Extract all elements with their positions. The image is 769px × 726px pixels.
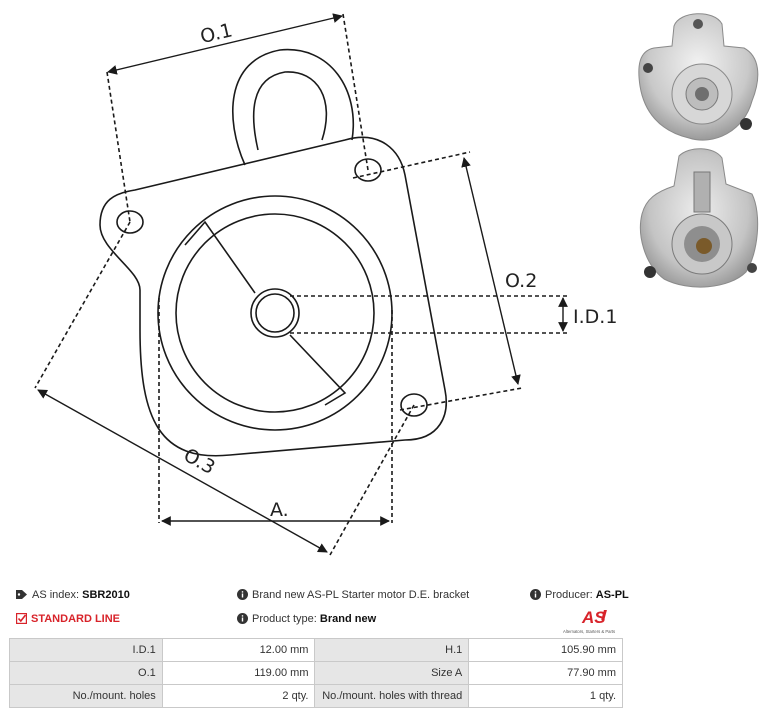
cutout-wedge-bottom [289,334,347,406]
product-type-value: Brand new [319,613,377,625]
tag-icon [16,590,27,599]
o3-dimension-line [37,389,328,553]
shaft-inner [255,293,295,333]
o3-ext-right [329,404,415,556]
as-index-label: AS index: [32,589,80,601]
spec-value-cell: 119.00 mm [161,661,316,685]
spec-value-cell: 1 qty. [468,684,623,708]
spec-value-cell: 12.00 mm [161,638,316,662]
top-lug-outer [231,48,354,166]
mount-hole-bottom [400,393,428,417]
id1-label: I.D.1 [573,306,617,328]
outer-ring [157,195,393,431]
o1-label: O.1 [198,19,234,48]
spec-value-cell: 2 qty. [161,684,316,708]
technical-drawing: O.1 O.2 O.3 A. I.D.1 [34,13,617,556]
mount-hole-top [354,158,382,182]
o1-ext-right [342,13,369,171]
o2-label: O.2 [505,270,537,292]
checkbox-check-icon [16,613,27,624]
o2-ext-bottom [399,387,523,411]
o1-dimension-line [107,13,343,75]
spec-label-cell: No./mount. holes with thread [314,684,470,708]
producer-label: Producer: [545,589,593,601]
spec-label-cell: Size A [314,661,470,685]
a-label: A. [270,499,289,521]
producer-value: AS-PL [595,589,629,601]
producer: Producer: AS-PL [530,588,629,602]
info-icon [530,589,541,600]
standard-line: STANDARD LINE [16,612,120,626]
info-icon [237,613,248,624]
product-photo-rear [639,148,759,288]
o1-ext-left [106,71,131,223]
spec-value-cell: 105.90 mm [468,638,623,662]
description-text: Brand new AS-PL Starter motor D.E. brack… [252,589,470,601]
mount-hole-left [116,210,144,234]
spec-value-cell: 77.90 mm [468,661,623,685]
product-type-label: Product type: [252,613,317,625]
o3-label: O.3 [180,444,219,479]
o3-ext-left [34,221,131,389]
svg-text:Alternators, Starters & Parts: Alternators, Starters & Parts [563,629,615,634]
o2-ext-top [352,151,471,179]
standard-line-text: STANDARD LINE [31,613,121,625]
shaft-outer [250,288,300,338]
product-photo-front [638,13,759,141]
info-icon [237,589,248,600]
spec-label-cell: H.1 [314,638,470,662]
svg-text:AS: AS [581,608,606,627]
top-lug-inner [252,71,328,151]
product-type: Product type: Brand new [237,612,376,626]
as-index: AS index: SBR2010 [16,588,130,602]
o2-dimension-line [461,157,521,385]
inner-ring [175,213,375,413]
spec-label-cell: I.D.1 [9,638,163,662]
flange-outline [99,136,447,457]
as-index-value: SBR2010 [82,589,130,601]
product-description: Brand new AS-PL Starter motor D.E. brack… [237,588,469,602]
spec-label-cell: No./mount. holes [9,684,163,708]
spec-label-cell: O.1 [9,661,163,685]
cutout-wedge-top [184,220,256,294]
as-pl-logo: AS Alternators, Starters & Parts [563,608,615,634]
